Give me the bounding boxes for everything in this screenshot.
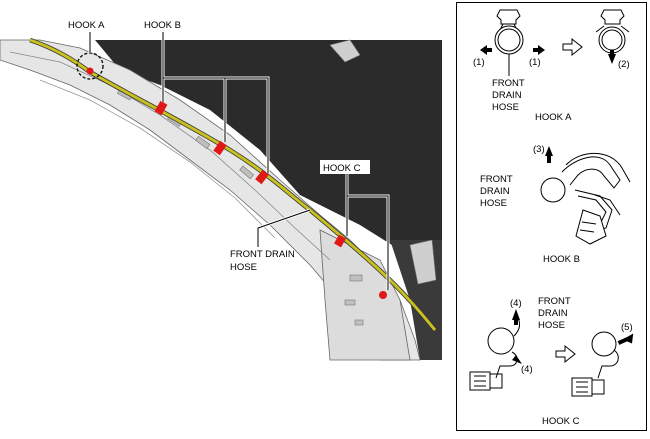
hook-a-hose-line2: DRAIN — [492, 90, 522, 101]
hook-b-step-3: (3) — [533, 144, 545, 155]
hook-a-step-1-right: (1) — [529, 57, 541, 68]
hook-a-hose-line3: HOSE — [492, 102, 519, 113]
hook-a-caption: HOOK A — [535, 112, 572, 123]
hook-a-step-2: (2) — [618, 59, 630, 70]
hook-b-marker-2 — [213, 140, 227, 156]
hook-b-hose-line1: FRONT — [480, 174, 513, 185]
hook-b-hose-line2: DRAIN — [480, 186, 510, 197]
hook-a-label: HOOK A — [68, 20, 105, 31]
lower-pillar — [319, 229, 411, 361]
leader-lines — [89, 32, 389, 290]
dark-interior — [95, 40, 442, 300]
hook-c-step-5: (5) — [621, 322, 633, 333]
hook-a-detail — [494, 9, 630, 76]
hook-b-caption: HOOK B — [543, 254, 580, 265]
hook-c-marker-1 — [334, 234, 346, 248]
hook-b-label: HOOK B — [144, 20, 181, 31]
hook-b-marker-1 — [154, 100, 168, 116]
hook-a-hose-line1: FRONT — [492, 78, 525, 89]
hook-b-hose-line3: HOSE — [480, 198, 507, 209]
hook-c-step-4-bottom: (4) — [521, 364, 533, 375]
hook-c-marker-2 — [379, 291, 387, 299]
hook-c-step-4-top: (4) — [510, 298, 522, 309]
hook-c-hose-line2: DRAIN — [538, 308, 568, 319]
hook-b-detail — [540, 152, 631, 245]
detail-panel — [456, 2, 647, 431]
hook-c-hose-line3: HOSE — [538, 320, 565, 331]
hook-c-hose-line1: FRONT — [538, 296, 571, 307]
hook-c-caption: HOOK C — [542, 416, 580, 427]
hook-a-marker — [86, 67, 94, 75]
front-drain-hose-label-line1: FRONT DRAIN — [230, 249, 295, 260]
arrow-down-icon — [608, 54, 616, 64]
arrow-up-icon — [545, 146, 553, 156]
hook-a-step-1-left: (1) — [473, 57, 485, 68]
hook-c-detail — [469, 315, 619, 397]
front-drain-hose-label-line2: HOSE — [230, 262, 257, 273]
hook-c-label: HOOK C — [323, 163, 361, 174]
hook-b-marker-3 — [255, 169, 269, 185]
vehicle-illustration — [0, 39, 442, 361]
